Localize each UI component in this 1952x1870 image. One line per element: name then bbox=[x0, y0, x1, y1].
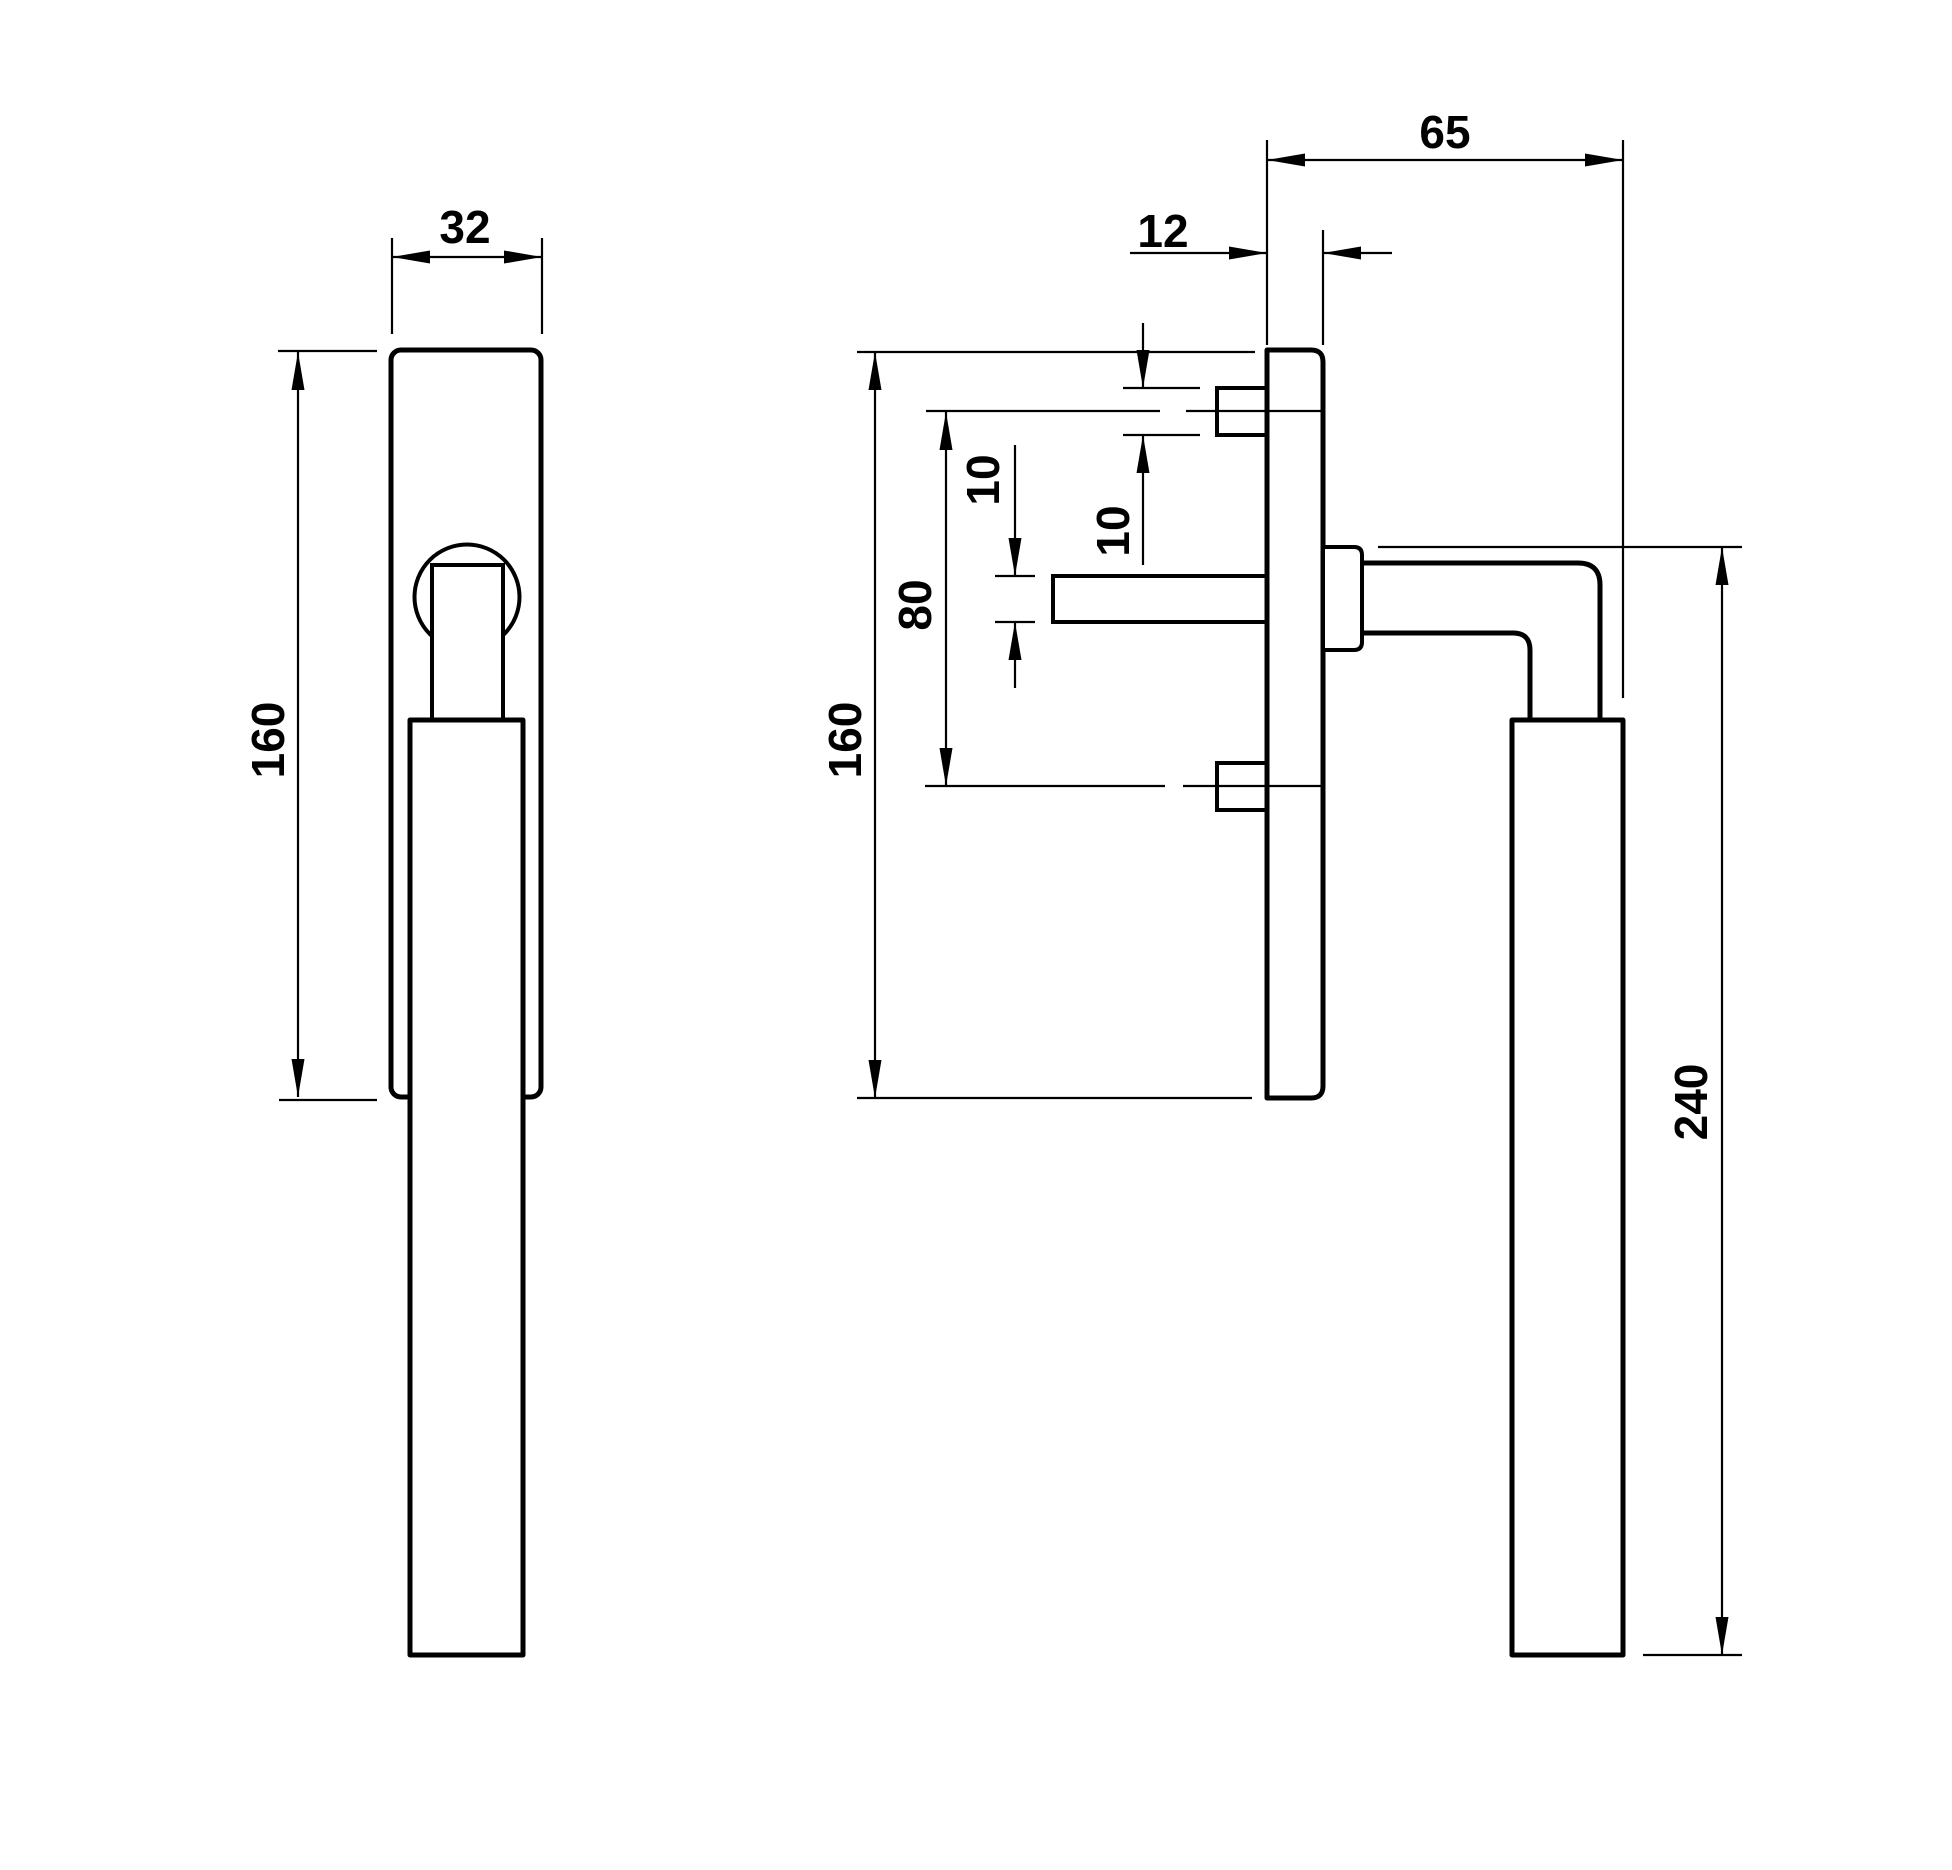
side-depth-dimension: 65 bbox=[1265, 106, 1625, 698]
front-height-dimension: 160 bbox=[242, 349, 377, 1102]
arrowhead-down bbox=[868, 1060, 882, 1098]
arrowhead-up bbox=[1008, 622, 1022, 660]
dim-label-spindle-height: 10 bbox=[957, 454, 1009, 505]
side-plate-height-dimension: 160 bbox=[819, 350, 1255, 1100]
arrowhead-up bbox=[1136, 435, 1150, 473]
arrowhead-left bbox=[1323, 246, 1361, 260]
arrowhead-right bbox=[504, 250, 542, 264]
side-lug-height-dimension: 10 bbox=[1087, 323, 1200, 565]
side-spindle bbox=[1051, 574, 1269, 624]
dim-label-grip-length: 240 bbox=[1665, 1064, 1717, 1141]
arrowhead-up bbox=[291, 352, 305, 390]
arrowhead-right bbox=[1585, 153, 1623, 167]
arrowhead-up bbox=[939, 412, 953, 450]
dim-label-side-plate-height: 160 bbox=[819, 702, 871, 779]
side-spindle-height-dimension: 10 bbox=[957, 445, 1035, 688]
side-view: 65 12 10 10 bbox=[819, 106, 1742, 1658]
dim-label-front-width: 32 bbox=[439, 201, 490, 253]
side-screw-spacing-dimension: 80 bbox=[889, 409, 1323, 788]
dim-label-depth: 65 bbox=[1419, 106, 1470, 158]
side-plate-outline bbox=[1264, 347, 1326, 1101]
arrowhead-left bbox=[392, 250, 430, 264]
dim-label-screw-spacing: 80 bbox=[889, 579, 941, 630]
front-grip-bar bbox=[407, 717, 526, 1658]
side-plate-thickness-dimension: 12 bbox=[1130, 205, 1392, 345]
front-view: 32 160 bbox=[242, 201, 544, 1658]
arrowhead-up bbox=[1715, 547, 1729, 585]
arrowhead-down bbox=[1136, 350, 1150, 388]
side-neck-hub bbox=[1321, 545, 1364, 652]
front-neck bbox=[430, 563, 505, 722]
arrowhead-right bbox=[1229, 246, 1267, 260]
arrowhead-up bbox=[868, 352, 882, 390]
arrowhead-down bbox=[291, 1059, 305, 1097]
dim-label-plate-thickness: 12 bbox=[1137, 205, 1188, 257]
side-handle-arm bbox=[1362, 560, 1603, 720]
dim-label-lug-height: 10 bbox=[1087, 505, 1139, 556]
side-grip-length-dimension: 240 bbox=[1378, 545, 1742, 1657]
side-grip-bar bbox=[1509, 717, 1626, 1658]
arrowhead-down bbox=[1715, 1617, 1729, 1655]
front-width-dimension: 32 bbox=[390, 201, 544, 334]
dim-label-front-height: 160 bbox=[242, 702, 294, 779]
arrowhead-down bbox=[939, 748, 953, 786]
arrowhead-left bbox=[1267, 153, 1305, 167]
arrowhead-down bbox=[1008, 538, 1022, 576]
